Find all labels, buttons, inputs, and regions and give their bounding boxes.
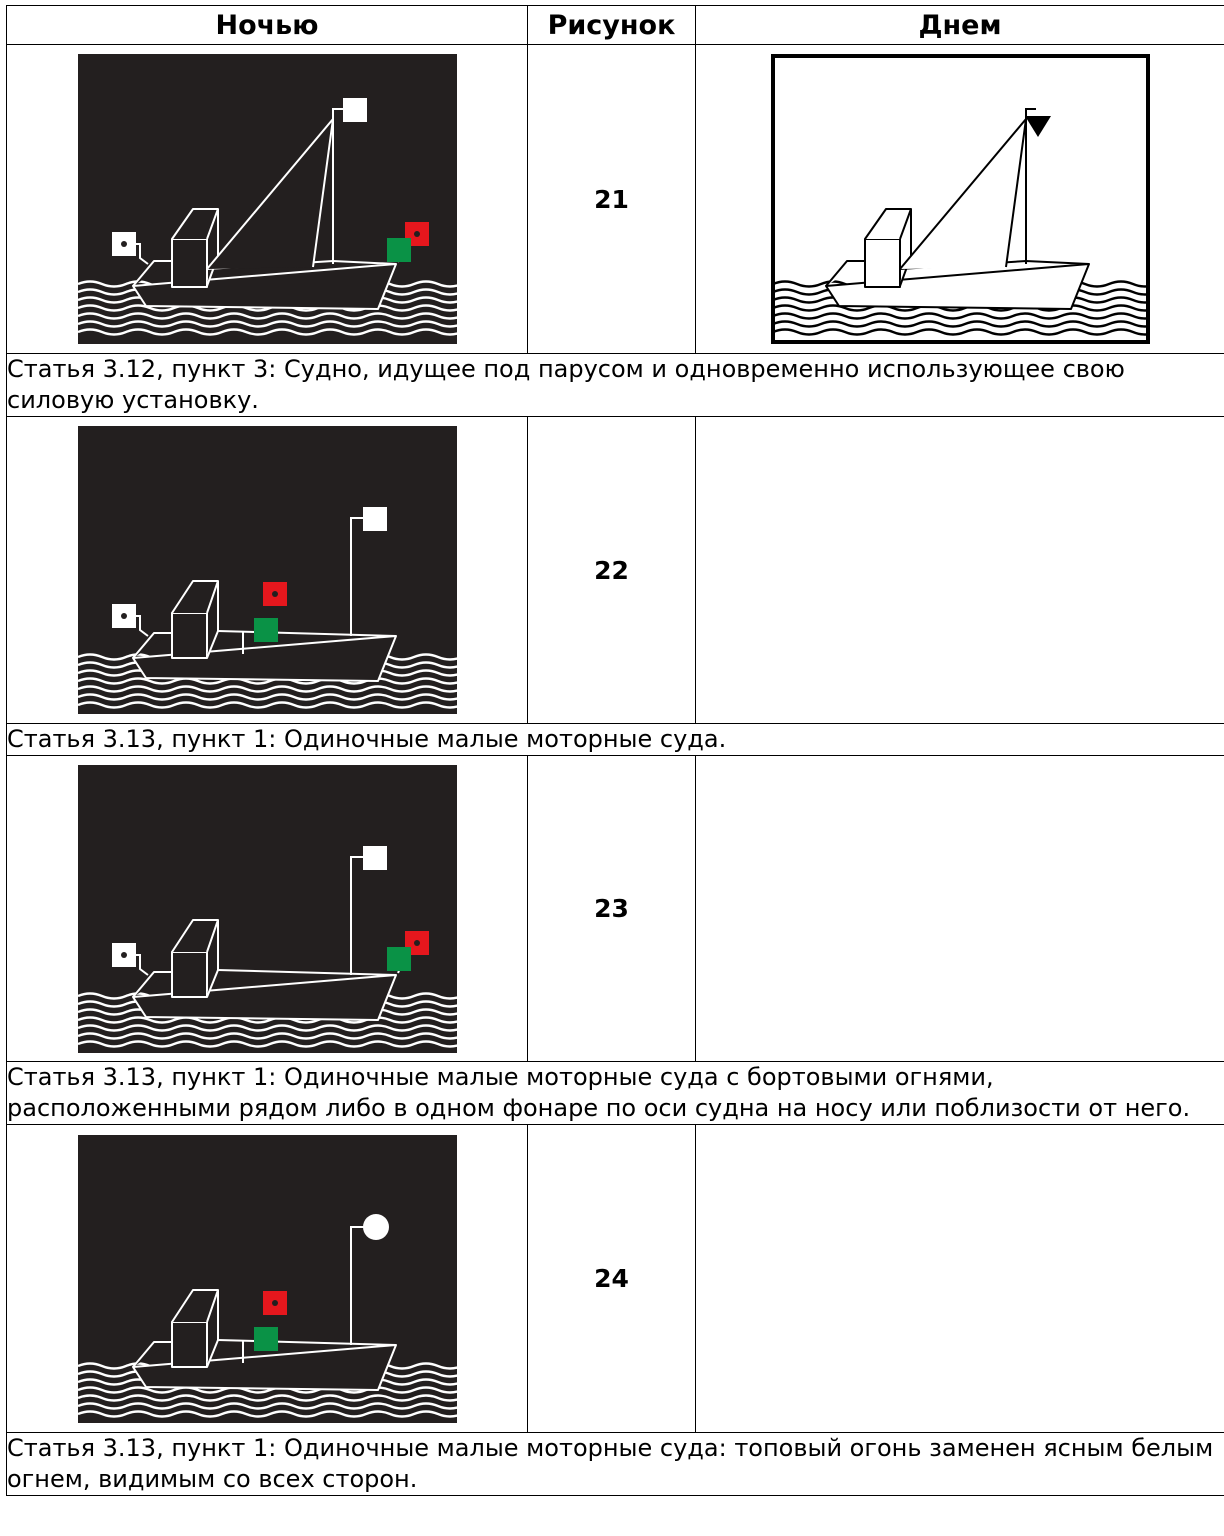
figure-row-22: 22	[6, 416, 1224, 724]
green-light	[386, 238, 411, 262]
figure-caption: Статья 3.13, пункт 1: Одиночные малые мо…	[6, 1061, 1224, 1125]
white-light	[342, 98, 367, 122]
figure-row-24: 24	[6, 1124, 1224, 1433]
white-light	[362, 845, 387, 870]
night-cell	[6, 44, 528, 354]
figure-number: 24	[527, 1124, 696, 1433]
day-cell-empty	[695, 416, 1224, 724]
column-header-figure: Рисунок	[527, 5, 696, 45]
figure-caption: Статья 3.12, пункт 3: Судно, идущее под …	[6, 353, 1224, 417]
green-light	[253, 1326, 278, 1351]
green-light	[253, 618, 278, 642]
night-cell	[6, 416, 528, 724]
night-picture-sailing-motor-vessel	[77, 54, 457, 344]
figure-row-21: 21	[6, 44, 1224, 354]
night-cell	[6, 755, 528, 1062]
figure-number: 23	[527, 755, 696, 1062]
column-header-day: Днем	[695, 5, 1224, 45]
day-cell	[695, 44, 1224, 354]
day-picture-sailing-vessel-cone	[770, 54, 1150, 344]
caption-row-22: Статья 3.13, пункт 1: Одиночные малые мо…	[6, 723, 1224, 756]
figure-row-23: 23	[6, 755, 1224, 1062]
caption-row-21: Статья 3.12, пункт 3: Судно, идущее под …	[6, 353, 1224, 417]
white-light	[362, 507, 387, 531]
night-cell	[6, 1124, 528, 1433]
night-picture-small-motor-vessel-allround	[77, 1134, 457, 1423]
caption-row-24: Статья 3.13, пункт 1: Одиночные малые мо…	[6, 1432, 1224, 1496]
caption-row-23: Статья 3.13, пункт 1: Одиночные малые мо…	[6, 1061, 1224, 1125]
column-header-night: Ночью	[6, 5, 528, 45]
night-picture-small-motor-vessel-bow-lights	[77, 764, 457, 1053]
all-round-white-light	[362, 1213, 389, 1240]
day-cell-empty	[695, 1124, 1224, 1433]
night-picture-small-motor-vessel	[77, 426, 457, 714]
figure-number: 22	[527, 416, 696, 724]
day-cell-empty	[695, 755, 1224, 1062]
figure-number: 21	[527, 44, 696, 354]
green-light	[386, 946, 411, 971]
signals-table: Ночью Рисунок Днем	[6, 5, 1224, 1496]
figure-caption: Статья 3.13, пункт 1: Одиночные малые мо…	[6, 1432, 1224, 1496]
figure-caption: Статья 3.13, пункт 1: Одиночные малые мо…	[6, 723, 1224, 756]
cone-signal	[1024, 116, 1051, 137]
header-row: Ночью Рисунок Днем	[6, 5, 1224, 45]
